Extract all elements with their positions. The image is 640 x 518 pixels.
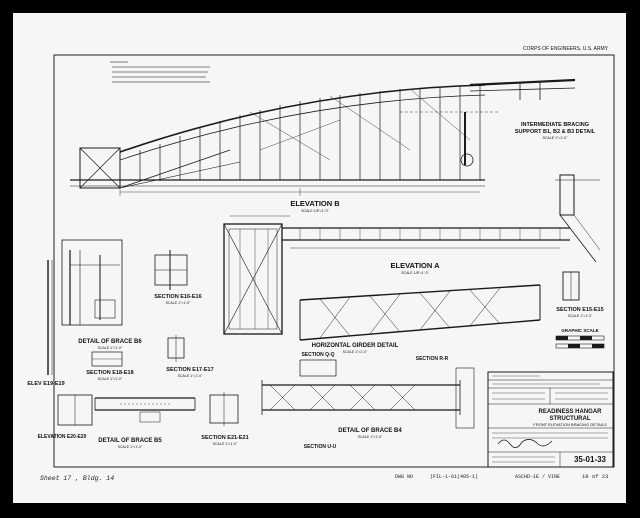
intermediate-bracing-drawing xyxy=(469,78,576,100)
detail-b4-title: DETAIL OF BRACE B4 xyxy=(338,428,402,434)
agency-label: CORPS OF ENGINEERS, U.S. ARMY xyxy=(523,46,609,52)
elevation-a-drawing xyxy=(223,215,570,335)
section-e17-drawing xyxy=(167,335,185,362)
elevation-b-drawing xyxy=(70,84,500,196)
project-title-1: READINESS HANGAR xyxy=(538,409,602,415)
horizontal-girder-scale: SCALE 1"=1'-0" xyxy=(343,350,368,354)
graphic-scale-label: GRAPHIC SCALE xyxy=(561,328,598,333)
section-q-title: SECTION Q-Q xyxy=(301,352,334,358)
section-e16-scale: SCALE 1"=1'-0" xyxy=(166,301,191,305)
intermediate-bracing-title-2: SUPPORT B1, B2 & B3 DETAIL xyxy=(515,129,596,135)
section-q-drawing xyxy=(299,359,337,377)
section-e18-scale: SCALE 1"=1'-0" xyxy=(98,377,123,381)
detail-b4-drawing xyxy=(261,367,475,429)
microfilm-reference: ASCHD-1E / VINE xyxy=(515,474,560,480)
title-block xyxy=(487,371,614,468)
elevation-a-scale: SCALE 1/8"=1'-0" xyxy=(401,271,429,275)
section-e18-drawing xyxy=(91,351,123,367)
dwg-label: DWG NO xyxy=(395,474,413,480)
elevation-b-scale: SCALE 1/8"=1'-0" xyxy=(301,209,329,213)
sheet-number: 35-01-33 xyxy=(574,455,607,464)
section-e21-title: SECTION E21-E21 xyxy=(201,435,248,441)
detail-b6-drawing xyxy=(47,239,123,375)
signature xyxy=(497,439,553,448)
sheet-of: 19 of 23 xyxy=(582,473,608,480)
handwritten-sheet-note: Sheet 17 , Bldg. 14 xyxy=(40,475,114,482)
detail-b5-scale: SCALE 1"=1'-0" xyxy=(118,445,143,449)
section-e17-scale: SCALE 1"=1'-0" xyxy=(178,374,203,378)
elev-e19-title: ELEV E19-E19 xyxy=(27,381,64,387)
section-e15-title: SECTION E15-E15 xyxy=(556,307,603,313)
intermediate-bracing-title-1: INTERMEDIATE BRACING xyxy=(521,122,589,128)
graphic-scale-bar xyxy=(555,335,605,349)
detail-b6-scale: SCALE 1"=1'-0" xyxy=(98,346,123,350)
section-e16-drawing xyxy=(154,250,188,290)
title-block-fineprint xyxy=(492,375,608,463)
drawing-subtitle: FRONT ELEVATION BRACING DETAILS xyxy=(533,422,607,427)
detail-b4-scale: SCALE 1"=1'-0" xyxy=(358,435,383,439)
elevation-a-title: ELEVATION A xyxy=(390,261,440,270)
horizontal-girder-drawing xyxy=(299,284,541,341)
horizontal-girder-title: HORIZONTAL GIRDER DETAIL xyxy=(312,343,399,349)
right-bracket-drawing xyxy=(555,174,601,301)
section-e21-drawing xyxy=(209,392,239,426)
detail-b5-drawing xyxy=(94,397,196,423)
section-e15-scale: SCALE 1"=1'-0" xyxy=(568,314,593,318)
elevation-e20-title: ELEVATION E20-E20 xyxy=(38,434,87,440)
project-title-2: STRUCTURAL xyxy=(550,416,591,422)
section-e18-title: SECTION E18-E18 xyxy=(86,370,133,376)
elevation-b-title: ELEVATION B xyxy=(290,199,340,208)
drawing-frame xyxy=(53,54,615,468)
elevation-e20-drawing xyxy=(57,394,93,426)
section-e17-title: SECTION E17-E17 xyxy=(166,367,213,373)
section-u-title: SECTION U-U xyxy=(304,444,337,450)
section-e16-title: SECTION E16-E16 xyxy=(154,294,201,300)
detail-b6-title: DETAIL OF BRACE B6 xyxy=(78,339,142,345)
file-reference: (FIL-1-61(405-1) xyxy=(430,474,478,480)
detail-b5-title: DETAIL OF BRACE B5 xyxy=(98,438,162,444)
paper xyxy=(13,13,626,503)
intermediate-bracing-scale: SCALE 1"=1'-0" xyxy=(543,136,568,140)
section-e21-scale: SCALE 1"=1'-0" xyxy=(213,442,238,446)
section-r-title: SECTION R-R xyxy=(416,356,449,362)
general-notes xyxy=(110,61,210,83)
